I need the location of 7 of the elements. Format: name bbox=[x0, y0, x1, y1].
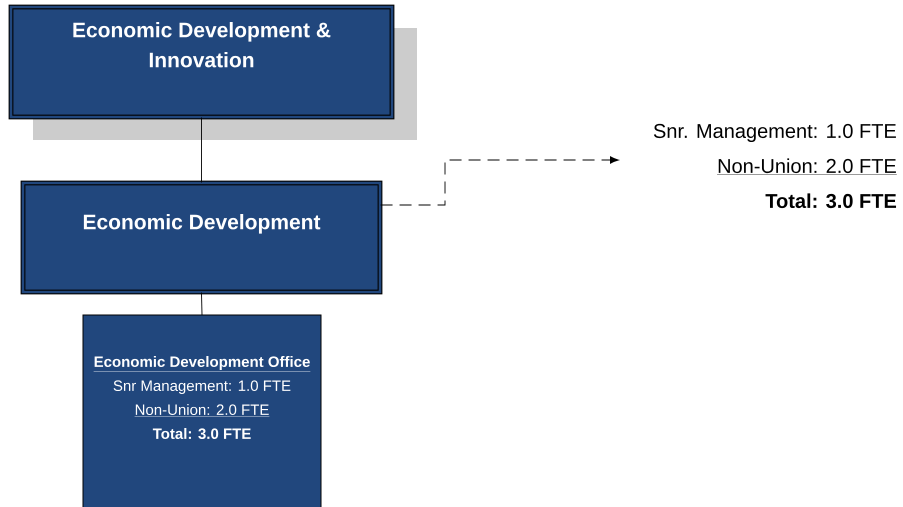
org-box: Economic Development Office Snr Management: 1.0 FTE Non-Union: 2.0 FTE Total: 3.0 FTE bbox=[82, 314, 322, 507]
connector bbox=[201, 117, 202, 183]
staffing-text: Snr. Management: 1.0 FTE Non-Union: 2.0 FTE Total: 3.0 FTE bbox=[654, 124, 897, 208]
org-box: Economic Development bbox=[20, 180, 382, 294]
connector bbox=[201, 292, 202, 315]
connector bbox=[380, 156, 619, 206]
org-box: Economic Development & Innovation bbox=[8, 4, 394, 120]
